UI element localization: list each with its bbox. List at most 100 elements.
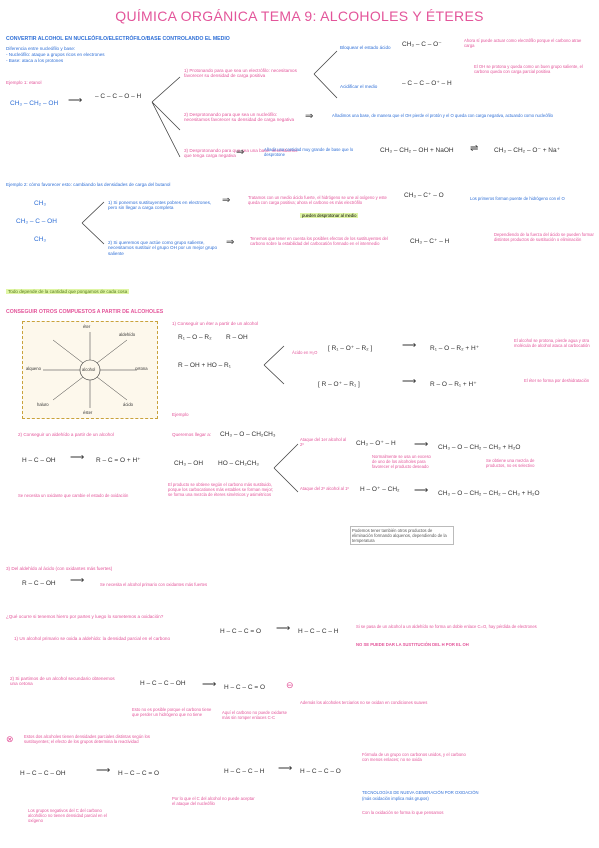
branch-lines-5: [273, 443, 299, 493]
q2-note: Esto no es posible porque el carbono tie…: [132, 707, 212, 717]
example-box-note: Podemos tener también otros productos de…: [350, 526, 454, 545]
q1-product: H – C – C – H: [298, 628, 339, 635]
question-3: Estos dos alcoholes tienen densidades pa…: [24, 734, 150, 744]
ethanol-structure: – C – C – O – H: [95, 93, 142, 100]
arrow-icon: ⟶: [414, 485, 429, 496]
q1-reactant: H – C – C = O: [220, 628, 261, 635]
base-note: El OH se protona y queda como un buen gr…: [474, 64, 583, 74]
point-2-right: Dependiendo de la fuerza del ácido se pu…: [494, 232, 594, 242]
section-heading-compuestos: CONSEGUIR OTROS COMPUESTOS A PARTIR DE A…: [6, 309, 164, 315]
equation-reactants: CH₃ – CH₂ – OH + NaOH: [380, 147, 454, 154]
methyl-bottom: CH₃: [34, 236, 47, 243]
arrow-icon: ⟶: [70, 575, 85, 586]
question-1-highlight: NO SE PUEDE DAR LA SUSTITUCIÓN DEL H POR…: [356, 642, 469, 647]
base-note-2: Añadir una cantidad muy grande de base q…: [264, 147, 354, 157]
example-1-label: Ejemplo 1: etanol: [6, 80, 42, 85]
diagram-label: éster: [83, 410, 93, 415]
diagram-label: alqueno: [26, 366, 41, 371]
circle-icon: ⊖: [286, 680, 294, 690]
acid-formula: R – C – OH: [22, 580, 56, 587]
key-highlight: Todo depende de la cantidad que pongamos…: [6, 289, 130, 294]
arrow-icon: ⟶: [414, 439, 429, 450]
question-1: 1) Un alcohol primario se oxida a aldehí…: [14, 636, 171, 641]
structure-acid: CH₃ – C – O⁻: [402, 41, 442, 48]
acid-note: Ahora sí puede actuar como electrófilo p…: [464, 38, 582, 48]
point-1: 1) Si ponemos sustituyentes pobres en el…: [108, 200, 212, 211]
reaction-1-note: El alcohol se protona, pierde agua y otr…: [514, 338, 590, 348]
double-arrow-icon: ⇒: [305, 111, 314, 122]
aldehyde-product: R – C = O + H⁺: [96, 457, 141, 464]
q3-right-highlight: TECNOLOGÍAS DE NUEVA GENERACIÓN POR OXID…: [362, 790, 479, 795]
example-note: El producto se obtiene según el carbono …: [168, 482, 274, 497]
base-label: Acidificar el medio: [340, 84, 378, 89]
example-path-2: Ataque del 2º alcohol al 1º: [300, 486, 349, 491]
diff-nucleophile: - Nucleófilo: ataque a grupos ricos en e…: [6, 52, 105, 57]
reaction-2-title: 2) Conseguir un aldehído a partir de un …: [18, 432, 114, 437]
reaction-diagram: alcohol éter aldehído cetona ácido éster…: [22, 321, 158, 419]
double-arrow-icon: ⇒: [236, 147, 245, 158]
nucleophile-note: Añadimos una base, de manera que el OH p…: [332, 113, 553, 118]
alcohol-pair: R – OH + HO – R₁: [178, 362, 231, 369]
ethanol-formula: CH₃ – CH₂ – OH: [10, 100, 59, 107]
intermediate-1: [ R₁ – O⁺ – R₂ ]: [328, 345, 373, 352]
branch-lines: [151, 76, 181, 158]
arrow-icon: ⟶: [70, 452, 85, 463]
point-1-note: Tratamos con un medio ácido fuerte, el h…: [248, 195, 387, 205]
q2-note-3: Además los alcoholes terciarios no se ox…: [300, 700, 428, 705]
arrow-icon: ⟶: [402, 340, 417, 351]
arrow-icon: ⟶: [402, 376, 417, 387]
branch-lines-2: [313, 50, 338, 99]
diagram-label: ácido: [123, 402, 134, 407]
double-arrow-icon: ⇒: [226, 237, 235, 248]
arrow-icon: ⟶: [68, 95, 83, 106]
q3-product: H – C – C = O: [118, 770, 159, 777]
branch-lines-3: [81, 201, 105, 245]
arrow-icon: ⟶: [276, 623, 291, 634]
aldehyde-reactant: H – C – OH: [22, 457, 56, 464]
q3-right-highlight-2: (más oxidación implica más grupos): [362, 796, 429, 801]
example-intermediate-1: CH₃ – O⁺ – H: [356, 440, 396, 447]
example-target-label: Queremos llegar a:: [172, 432, 212, 437]
example-note-right: Se obtiene una mezcla de productos, no e…: [486, 458, 535, 468]
reaction-1-title: 1) Conseguir un éter a partir de un alco…: [172, 321, 259, 326]
marker-icon: ⊗: [6, 734, 14, 744]
structure-charged: CH₃ – C⁺ – O: [404, 192, 444, 199]
example-product-2: CH₃ – O – CH₂ – CH₂ – CH₃ + H₂O: [438, 490, 540, 497]
point-2-note: Tenemos que tener en cuenta los posibles…: [250, 236, 388, 246]
question: ¿Qué ocurre si tenemos hierro por partes…: [6, 614, 164, 619]
point-2: 2) Si queremos que actúe como grupo sali…: [108, 240, 218, 256]
branch-lines-4: [263, 345, 285, 385]
diagram-center: alcohol: [82, 367, 96, 372]
structure-carbocation: CH₃ – C⁺ – H: [410, 238, 450, 245]
reaction-3-title: 3) Del aldehído al ácido (con oxidantes …: [6, 566, 113, 571]
acid-label: Bloquear el estado ácido: [340, 45, 391, 50]
diagram-label: cetona: [135, 366, 148, 371]
point-1-right: Los primeros forman puente de hidrógeno …: [470, 196, 565, 201]
q3-right-note: Fórmula de un grupo con carbonos unidos,…: [362, 752, 466, 762]
example-alcohol-1: CH₃ – OH: [174, 460, 204, 467]
butanol-formula: CH₃ – C – OH: [16, 218, 57, 225]
product-2: R – O – R₁ + H⁺: [430, 381, 477, 388]
q3-reactant: H – C – C – OH: [20, 770, 66, 777]
diagram-label: haluro: [37, 402, 49, 407]
example-alcohol-2: HO – CH₂CH₃: [218, 460, 259, 467]
question-1-right: Si se pasa de un alcohol a un aldehído s…: [356, 624, 537, 629]
q2-note-2: Aquí el carbono no puede oxidarse más si…: [222, 710, 287, 720]
option-electrophile: 1) Protonando para que sea un electrófil…: [184, 68, 297, 79]
example-intermediate-2: H – O⁺ – CH₂: [360, 486, 400, 493]
example-label: Ejemplo: [172, 412, 189, 417]
q3-left-note: Los grupos negativos del C del carbono a…: [28, 808, 107, 823]
alcohol-formula: R – OH: [226, 334, 248, 341]
q3-bottom-note: Con la oxidación se forma lo que pensamo…: [362, 810, 444, 815]
double-arrow-icon: ⇒: [222, 195, 231, 206]
question-2: 2) Si partimos de un alcohol secundario …: [10, 676, 115, 687]
example-product-1: CH₃ – O – CH₂ – CH₃ + H₂O: [438, 444, 521, 451]
example-2-label: Ejemplo 2: cómo favorecer esto: cambiand…: [6, 182, 171, 187]
page-title: QUÍMICA ORGÁNICA TEMA 9: ALCOHOLES Y ÉTE…: [115, 8, 484, 24]
example-path-1: Ataque del 1er alcohol al 2º: [300, 437, 347, 447]
equation-products: CH₃ – CH₂ – O⁻ + Na⁺: [494, 147, 561, 154]
q2-reactant: H – C – C – OH: [140, 680, 186, 687]
methyl-top: CH₃: [34, 200, 47, 207]
section-heading-convertir: CONVERTIR ALCOHOL EN NUCLEÓFILO/ELECTRÓF…: [6, 36, 230, 42]
intermediate-2: [ R – O⁺ – R₁ ]: [318, 381, 360, 388]
